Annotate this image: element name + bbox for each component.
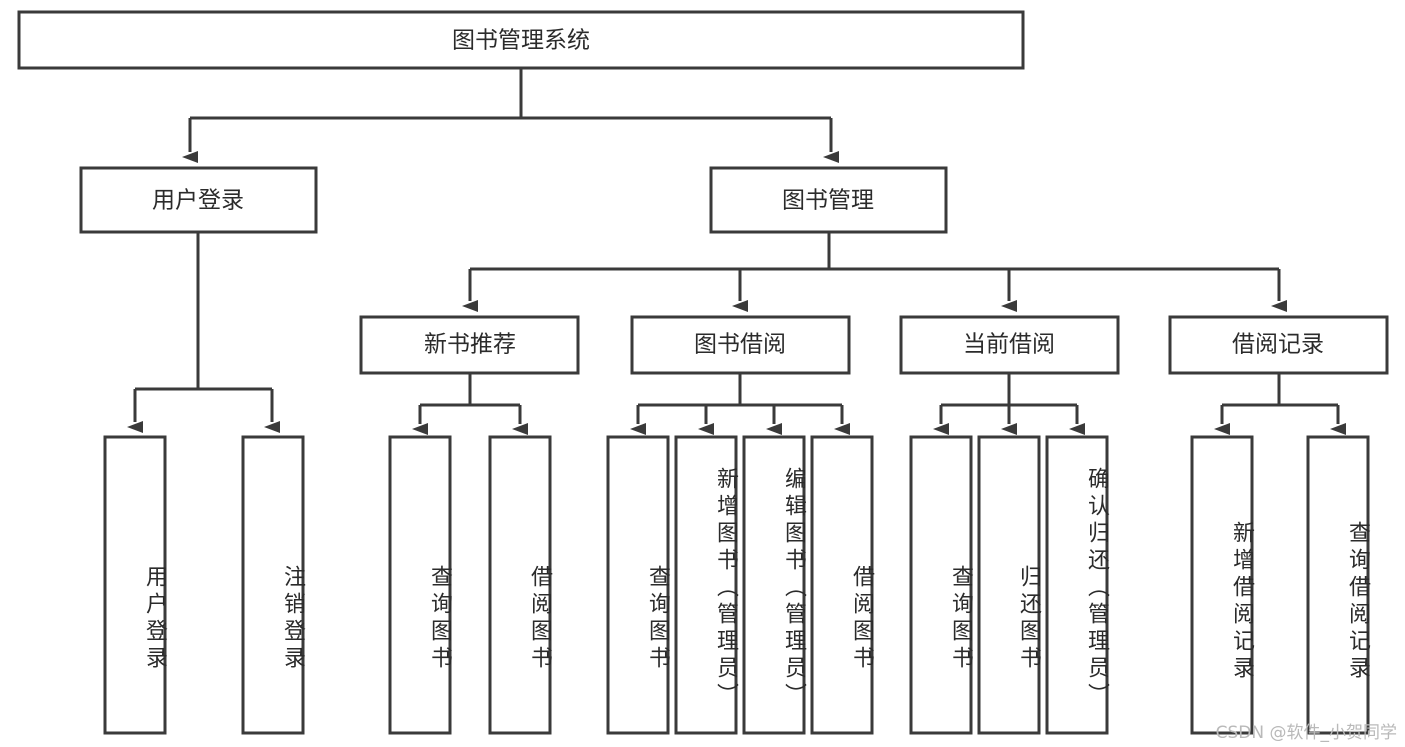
node-book-borrow[interactable]: 图书借阅 <box>630 315 851 375</box>
connector-current-to-leaves <box>933 373 1085 435</box>
connector-record-to-leaves <box>1214 373 1346 435</box>
leaf-box-add-book[interactable] <box>674 435 738 735</box>
connector-root-to-level2 <box>182 68 839 163</box>
connector-bookmgmt-to-level3 <box>462 232 1287 312</box>
node-borrow-record-label: 借阅记录 <box>1232 332 1324 358</box>
connector-login-to-leaves <box>127 232 280 433</box>
node-current-borrow-label: 当前借阅 <box>963 332 1055 358</box>
node-book-borrow-label: 图书借阅 <box>694 332 786 358</box>
node-root[interactable]: 图书管理系统 <box>17 10 1025 70</box>
node-borrow-record[interactable]: 借阅记录 <box>1168 315 1389 375</box>
connector-borrow-to-leaves <box>630 373 850 435</box>
leaf-box-return-book[interactable] <box>977 435 1041 735</box>
node-book-management[interactable]: 图书管理 <box>709 166 948 234</box>
leaf-box-user-login[interactable] <box>103 435 167 735</box>
leaf-box-confirm-return[interactable] <box>1045 435 1109 735</box>
connector-newbook-to-leaves <box>412 373 528 435</box>
node-new-book-recommend[interactable]: 新书推荐 <box>359 315 580 375</box>
node-user-login-label: 用户登录 <box>152 188 244 214</box>
leaf-box-query-book-2[interactable] <box>606 435 670 735</box>
node-new-book-recommend-label: 新书推荐 <box>424 332 516 358</box>
leaf-box-edit-book[interactable] <box>742 435 806 735</box>
node-book-management-label: 图书管理 <box>782 188 874 214</box>
leaf-box-query-book-1[interactable] <box>388 435 452 735</box>
node-root-label: 图书管理系统 <box>452 28 590 54</box>
leaf-box-add-record[interactable] <box>1190 435 1254 735</box>
node-current-borrow[interactable]: 当前借阅 <box>899 315 1120 375</box>
leaf-box-borrow-book-1[interactable] <box>488 435 552 735</box>
csdn-watermark: CSDN @软件_小贺同学 <box>1215 723 1397 743</box>
leaf-box-query-book-3[interactable] <box>909 435 973 735</box>
leaf-box-query-record[interactable] <box>1306 435 1370 735</box>
node-user-login[interactable]: 用户登录 <box>79 166 318 234</box>
leaf-boxes <box>103 435 1370 735</box>
leaf-box-borrow-book-2[interactable] <box>810 435 874 735</box>
leaf-box-user-logout[interactable] <box>241 435 305 735</box>
